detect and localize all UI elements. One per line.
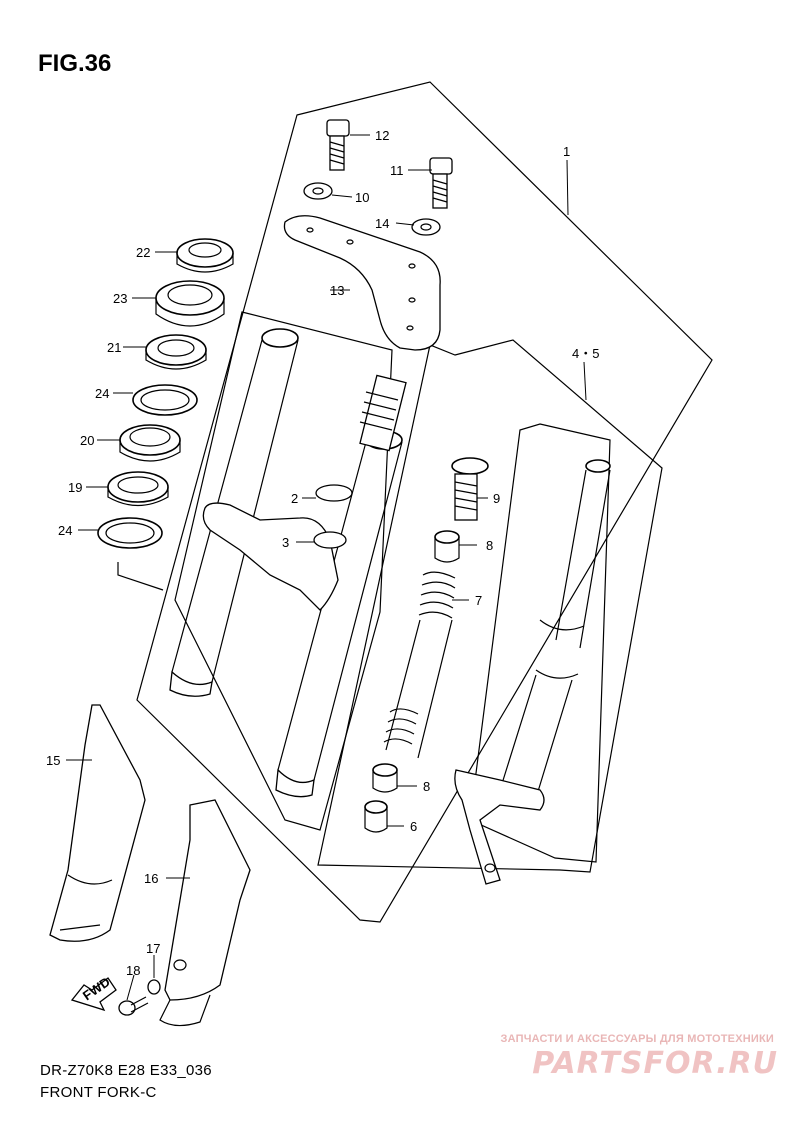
assembly-4-5-frame <box>317 339 663 873</box>
washer-17 <box>147 979 161 995</box>
fork-guard-15 <box>49 704 146 942</box>
callout-20: 20 <box>80 433 94 448</box>
callout-8-upper: 8 <box>486 538 493 553</box>
outer-tube-frame <box>174 311 393 831</box>
bearing-bracket <box>117 562 164 591</box>
fwd-arrow-icon: FWD <box>70 974 117 1012</box>
callout-11: 11 <box>390 163 404 178</box>
callout-21: 21 <box>107 340 121 355</box>
race-21 <box>145 334 207 370</box>
assembly-1-frame <box>136 81 713 923</box>
washer-14 <box>411 218 441 236</box>
callout-10: 10 <box>355 190 369 205</box>
callout-17: 17 <box>146 941 160 956</box>
callout-18: 18 <box>126 963 140 978</box>
callout-7: 7 <box>475 593 482 608</box>
race-20 <box>119 424 181 462</box>
callout-4-5: 4・5 <box>572 346 599 361</box>
watermark-caption: ЗАПЧАСТИ И АКСЕССУАРЫ ДЛЯ МОТОТЕХНИКИ <box>500 1033 774 1045</box>
collar-6 <box>364 800 388 833</box>
plate-13-holes <box>306 227 416 331</box>
collar-8-lower <box>372 763 398 793</box>
figure-name: FRONT FORK-C <box>40 1084 157 1101</box>
under-bracket <box>202 502 339 611</box>
ring-2 <box>315 484 353 502</box>
bolt-11 <box>429 157 453 209</box>
callout-19: 19 <box>68 480 82 495</box>
callout-9: 9 <box>493 491 500 506</box>
figure-code: DR-Z70K8 E28 E33_036 <box>40 1062 212 1079</box>
callout-labels: 12 11 10 14 13 1 22 23 21 24 20 19 24 2 … <box>46 128 599 978</box>
callout-16: 16 <box>144 871 158 886</box>
leader-lines <box>66 134 587 1001</box>
bearing-24-lower <box>97 517 163 549</box>
fork-tube-left <box>169 328 299 697</box>
plate-13 <box>283 215 441 351</box>
damper-rod <box>454 459 611 885</box>
race-19 <box>107 471 169 506</box>
bearing-24-upper <box>132 384 198 416</box>
figure-title: FIG.36 <box>38 50 112 77</box>
callout-13: 13 <box>330 283 344 298</box>
damper-frame <box>469 423 611 863</box>
callout-15: 15 <box>46 753 60 768</box>
spring-7 <box>383 571 456 759</box>
callout-1: 1 <box>563 144 570 159</box>
steering-stem <box>359 374 407 452</box>
washer-10 <box>303 182 333 200</box>
watermark-logo: PARTSFOR.RU <box>532 1046 778 1081</box>
callout-24-upper: 24 <box>95 386 109 401</box>
callout-8-lower: 8 <box>423 779 430 794</box>
race-23 <box>155 280 225 327</box>
callout-3: 3 <box>282 535 289 550</box>
callout-6: 6 <box>410 819 417 834</box>
ring-3 <box>313 531 347 549</box>
callout-22: 22 <box>136 245 150 260</box>
cap-bolt-9 <box>451 457 489 521</box>
bolt-12 <box>326 119 350 171</box>
screw-18 <box>118 996 149 1016</box>
callout-23: 23 <box>113 291 127 306</box>
callout-14: 14 <box>375 216 389 231</box>
nut-22 <box>176 238 234 273</box>
callout-24-lower: 24 <box>58 523 72 538</box>
callout-2: 2 <box>291 491 298 506</box>
callout-12: 12 <box>375 128 389 143</box>
collar-8-upper <box>434 530 460 563</box>
fork-guard-16 <box>164 799 251 1001</box>
